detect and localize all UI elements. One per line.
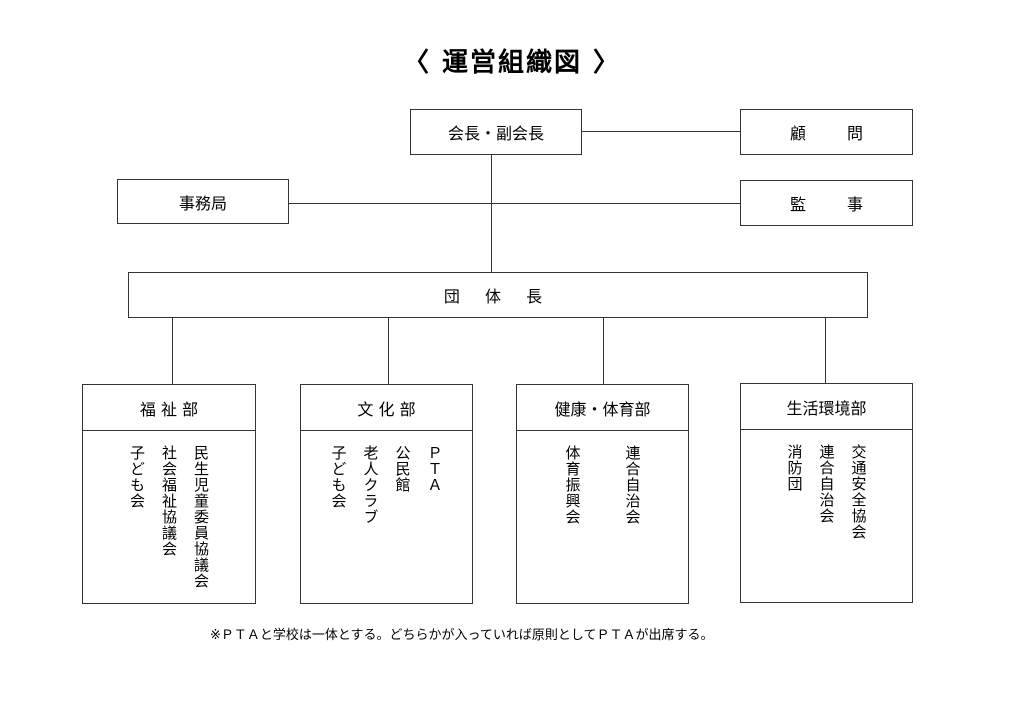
dept-culture-members: ＰＴＡ 公民館 老人クラブ 子ども会: [301, 431, 472, 603]
dept-living-environment-members: 交通安全協会 連合自治会 消防団: [741, 430, 912, 602]
member-item: 民生児童委員協議会: [192, 445, 210, 589]
dept-health-sports-members: 連合自治会 体育振興会: [517, 431, 688, 603]
dept-health-sports: 健康・体育部 連合自治会 体育振興会: [516, 384, 689, 604]
member-item: 連合自治会: [623, 445, 642, 525]
member-item: 連合自治会: [817, 444, 836, 524]
dept-living-environment-name: 生活環境部: [741, 384, 912, 430]
advisor-label: 顧 問: [789, 124, 882, 143]
group-head-label: 団 体 長: [443, 287, 553, 306]
member-item: 社会福祉協議会: [160, 445, 178, 557]
dept-living-environment: 生活環境部 交通安全協会 連合自治会 消防団: [740, 383, 913, 603]
dept-connector-4: [825, 317, 826, 384]
chair-grouphead-connector: [491, 154, 492, 273]
chair-label: 会長・副会長: [447, 124, 544, 143]
member-item: ＰＴＡ: [425, 445, 444, 493]
dept-welfare-members: 民生児童委員協議会 社会福祉協議会 子ども会: [83, 431, 255, 603]
member-item: 消防団: [785, 444, 804, 492]
dept-connector-2: [388, 317, 389, 385]
secretariat-box: 事務局: [117, 179, 289, 224]
auditor-label: 監 事: [789, 195, 882, 214]
member-item: 子ども会: [329, 445, 348, 509]
dept-connector-1: [172, 317, 173, 385]
member-item: 公民館: [393, 445, 412, 493]
page-title: 〈 運営組織図 〉: [402, 48, 622, 78]
dept-connector-3: [603, 317, 604, 385]
dept-culture-name: 文 化 部: [301, 385, 472, 431]
member-item: 交通安全協会: [849, 444, 868, 540]
chair-advisor-connector: [581, 131, 741, 132]
secretariat-auditor-connector: [288, 203, 741, 204]
dept-health-sports-name: 健康・体育部: [517, 385, 688, 431]
footnote: ※ＰＴＡと学校は一体とする。どちらかが入っていれば原則としてＰＴＡが出席する。: [210, 628, 714, 643]
dept-culture: 文 化 部 ＰＴＡ 公民館 老人クラブ 子ども会: [300, 384, 473, 604]
dept-welfare-name: 福 祉 部: [83, 385, 255, 431]
member-item: 子ども会: [128, 445, 146, 509]
dept-welfare: 福 祉 部 民生児童委員協議会 社会福祉協議会 子ども会: [82, 384, 256, 604]
member-item: 体育振興会: [563, 445, 582, 525]
member-item: 老人クラブ: [361, 445, 380, 525]
group-head-box: 団 体 長: [128, 272, 868, 318]
advisor-box: 顧 問: [740, 109, 913, 155]
secretariat-label: 事務局: [178, 193, 227, 213]
chair-box: 会長・副会長: [410, 109, 582, 155]
auditor-box: 監 事: [740, 180, 913, 226]
